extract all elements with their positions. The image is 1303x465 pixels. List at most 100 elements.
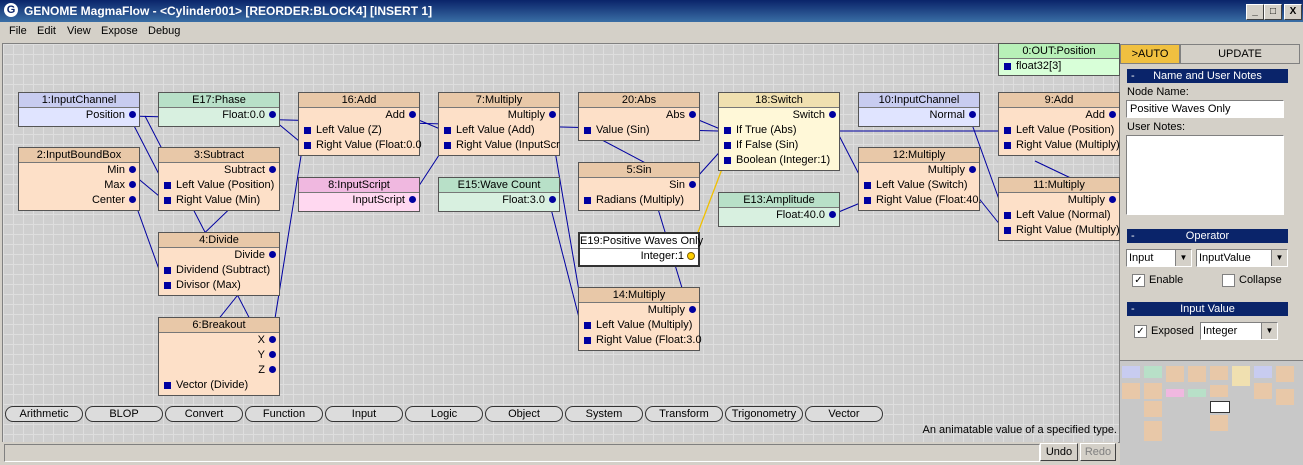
input-port[interactable]: Right Value (Multiply) [999,138,1120,153]
input-port[interactable]: Divisor (Max) [159,278,279,293]
node-graph-canvas[interactable]: 1:InputChannel Position E17:Phase Float:… [2,43,1120,443]
category-object-button[interactable]: Object [485,406,563,422]
category-trigonometry-button[interactable]: Trigonometry [725,406,803,422]
minimize-button[interactable]: _ [1246,4,1264,20]
output-port[interactable]: Multiply [999,193,1119,208]
input-pin-icon[interactable] [164,267,171,274]
node-0-out-position[interactable]: 0:OUT:Position float32[3] [998,43,1120,76]
graph-minimap[interactable] [1120,360,1303,465]
enable-checkbox[interactable]: ✓ [1132,274,1145,287]
input-port[interactable]: Right Value (Float:3.0 [579,333,702,348]
tab-update[interactable]: UPDATE [1180,44,1300,64]
output-port[interactable]: Position [19,108,139,123]
node-2-inputboundbox[interactable]: 2:InputBoundBox Min Max Center [18,147,140,211]
output-pin-icon[interactable] [129,111,136,118]
undo-button[interactable]: Undo [1040,443,1078,461]
output-pin-icon[interactable] [269,366,276,373]
input-port[interactable]: Right Value (Min) [159,193,279,208]
node-3-subtract[interactable]: 3:Subtract Subtract Left Value (Position… [158,147,280,211]
input-port[interactable]: Right Value (Multiply) [999,223,1120,238]
input-pin-icon[interactable] [444,127,451,134]
output-pin-icon[interactable] [129,196,136,203]
input-pin-icon[interactable] [864,197,871,204]
input-pin-icon[interactable] [724,127,731,134]
input-pin-icon[interactable] [584,127,591,134]
input-port[interactable]: Left Value (Add) [439,123,559,138]
collapse-icon[interactable]: - [1131,230,1135,242]
input-port[interactable]: Left Value (Multiply) [579,318,699,333]
input-port[interactable]: Left Value (Position) [999,123,1119,138]
node-11-multiply[interactable]: 11:Multiply Multiply Left Value (Normal)… [998,177,1120,241]
user-notes-textarea[interactable] [1126,135,1284,215]
input-port[interactable]: Right Value (Float:40. [859,193,982,208]
output-port[interactable]: Float:3.0 [439,193,559,208]
output-port[interactable]: Max [19,178,139,193]
close-button[interactable]: X [1284,4,1302,20]
category-input-button[interactable]: Input [325,406,403,422]
output-pin-icon[interactable] [969,111,976,118]
input-pin-icon[interactable] [864,182,871,189]
output-pin-icon[interactable] [269,111,276,118]
output-pin-icon[interactable] [689,306,696,313]
node-10-inputchannel[interactable]: 10:InputChannel Normal [858,92,980,127]
input-port[interactable]: Left Value (Z) [299,123,419,138]
menu-edit[interactable]: Edit [37,25,56,37]
maximize-button[interactable]: □ [1264,4,1282,20]
output-pin-icon[interactable] [129,166,136,173]
node-1-inputchannel[interactable]: 1:InputChannel Position [18,92,140,127]
input-pin-icon[interactable] [1004,127,1011,134]
output-pin-icon[interactable] [269,336,276,343]
node-e15-wave-count[interactable]: E15:Wave Count Float:3.0 [438,177,560,212]
input-pin-icon[interactable] [164,197,171,204]
node-18-switch[interactable]: 18:Switch Switch If True (Abs) If False … [718,92,840,171]
output-port[interactable]: Min [19,163,139,178]
chevron-down-icon[interactable]: ▼ [1271,250,1287,266]
output-port[interactable]: Float:0.0 [159,108,279,123]
node-e19-positive-waves-only[interactable]: E19:Positive Waves Only Integer:1 [578,232,703,267]
output-pin-icon[interactable] [269,351,276,358]
tab-auto[interactable]: >AUTO [1120,44,1180,64]
collapse-icon[interactable]: - [1131,303,1135,315]
category-arithmetic-button[interactable]: Arithmetic [5,406,83,422]
node-16-add[interactable]: 16:Add Add Left Value (Z) Right Value (F… [298,92,422,156]
category-function-button[interactable]: Function [245,406,323,422]
exposed-type-select[interactable]: Integer▼ [1200,322,1278,340]
input-port[interactable]: Left Value (Position) [159,178,279,193]
node-e17-phase[interactable]: E17:Phase Float:0.0 [158,92,280,127]
node-20-abs[interactable]: 20:Abs Abs Value (Sin) [578,92,700,141]
input-port[interactable]: Left Value (Switch) [859,178,979,193]
node-8-inputscript[interactable]: 8:InputScript InputScript [298,177,420,212]
output-pin-icon[interactable] [1109,196,1116,203]
input-port[interactable]: Value (Sin) [579,123,699,138]
input-port[interactable]: float32[3] [999,59,1119,74]
menu-view[interactable]: View [67,25,91,37]
input-pin-icon[interactable] [164,382,171,389]
output-pin-icon[interactable] [269,166,276,173]
section-name-and-notes-header[interactable]: -Name and User Notes [1127,69,1288,83]
input-port[interactable]: Left Value (Normal) [999,208,1119,223]
collapse-icon[interactable]: - [1131,70,1135,82]
input-port[interactable]: If False (Sin) [719,138,839,153]
input-port[interactable]: Dividend (Subtract) [159,263,279,278]
output-port[interactable]: Abs [579,108,699,123]
output-port[interactable]: Y [159,348,279,363]
input-pin-icon[interactable] [1004,142,1011,149]
output-port[interactable]: Integer:1 [580,249,698,264]
input-port[interactable]: If True (Abs) [719,123,839,138]
output-port[interactable]: Multiply [439,108,559,123]
output-port[interactable]: Add [999,108,1119,123]
input-port[interactable]: Vector (Divide) [159,378,279,393]
output-port[interactable]: Multiply [859,163,979,178]
input-port[interactable]: Right Value (Float:0.0 [299,138,422,153]
input-pin-icon[interactable] [584,337,591,344]
section-input-value-header[interactable]: -Input Value [1127,302,1288,316]
output-pin-icon[interactable] [687,252,695,260]
output-port[interactable]: Switch [719,108,839,123]
collapse-checkbox[interactable] [1222,274,1235,287]
section-operator-header[interactable]: -Operator [1127,229,1288,243]
category-logic-button[interactable]: Logic [405,406,483,422]
output-port[interactable]: Add [299,108,419,123]
input-pin-icon[interactable] [444,142,451,149]
node-12-multiply[interactable]: 12:Multiply Multiply Left Value (Switch)… [858,147,982,211]
input-pin-icon[interactable] [304,127,311,134]
